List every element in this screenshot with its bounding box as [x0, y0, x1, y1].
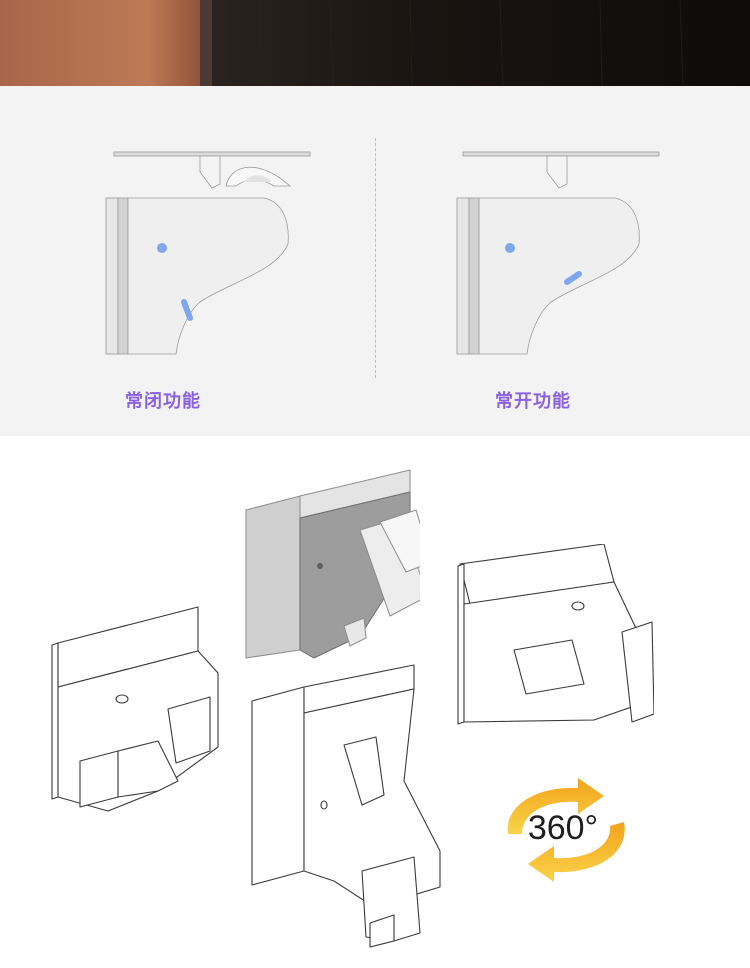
dashed-divider: [375, 138, 376, 378]
normally-closed-label: 常闭功能: [125, 391, 201, 412]
lock-part-bottom-line-icon: [251, 664, 441, 948]
parts-showcase: 360°: [0, 436, 750, 968]
lock-closed-illustration: [105, 151, 311, 355]
lock-part-right-line-icon: [457, 544, 654, 725]
rotation-360-text: 360°: [527, 809, 599, 847]
lock-body-3d-icon: [245, 469, 420, 659]
normally-open-label: 常开功能: [495, 391, 571, 412]
function-comparison-panel: 常闭功能 常开功能: [0, 86, 750, 436]
lock-open-illustration: [456, 151, 660, 355]
product-photo-strip: [0, 0, 750, 86]
rotate-arrows-icon: [507, 778, 625, 882]
lock-part-left-line-icon: [51, 606, 219, 812]
rotation-360-badge: 360°: [488, 776, 648, 886]
